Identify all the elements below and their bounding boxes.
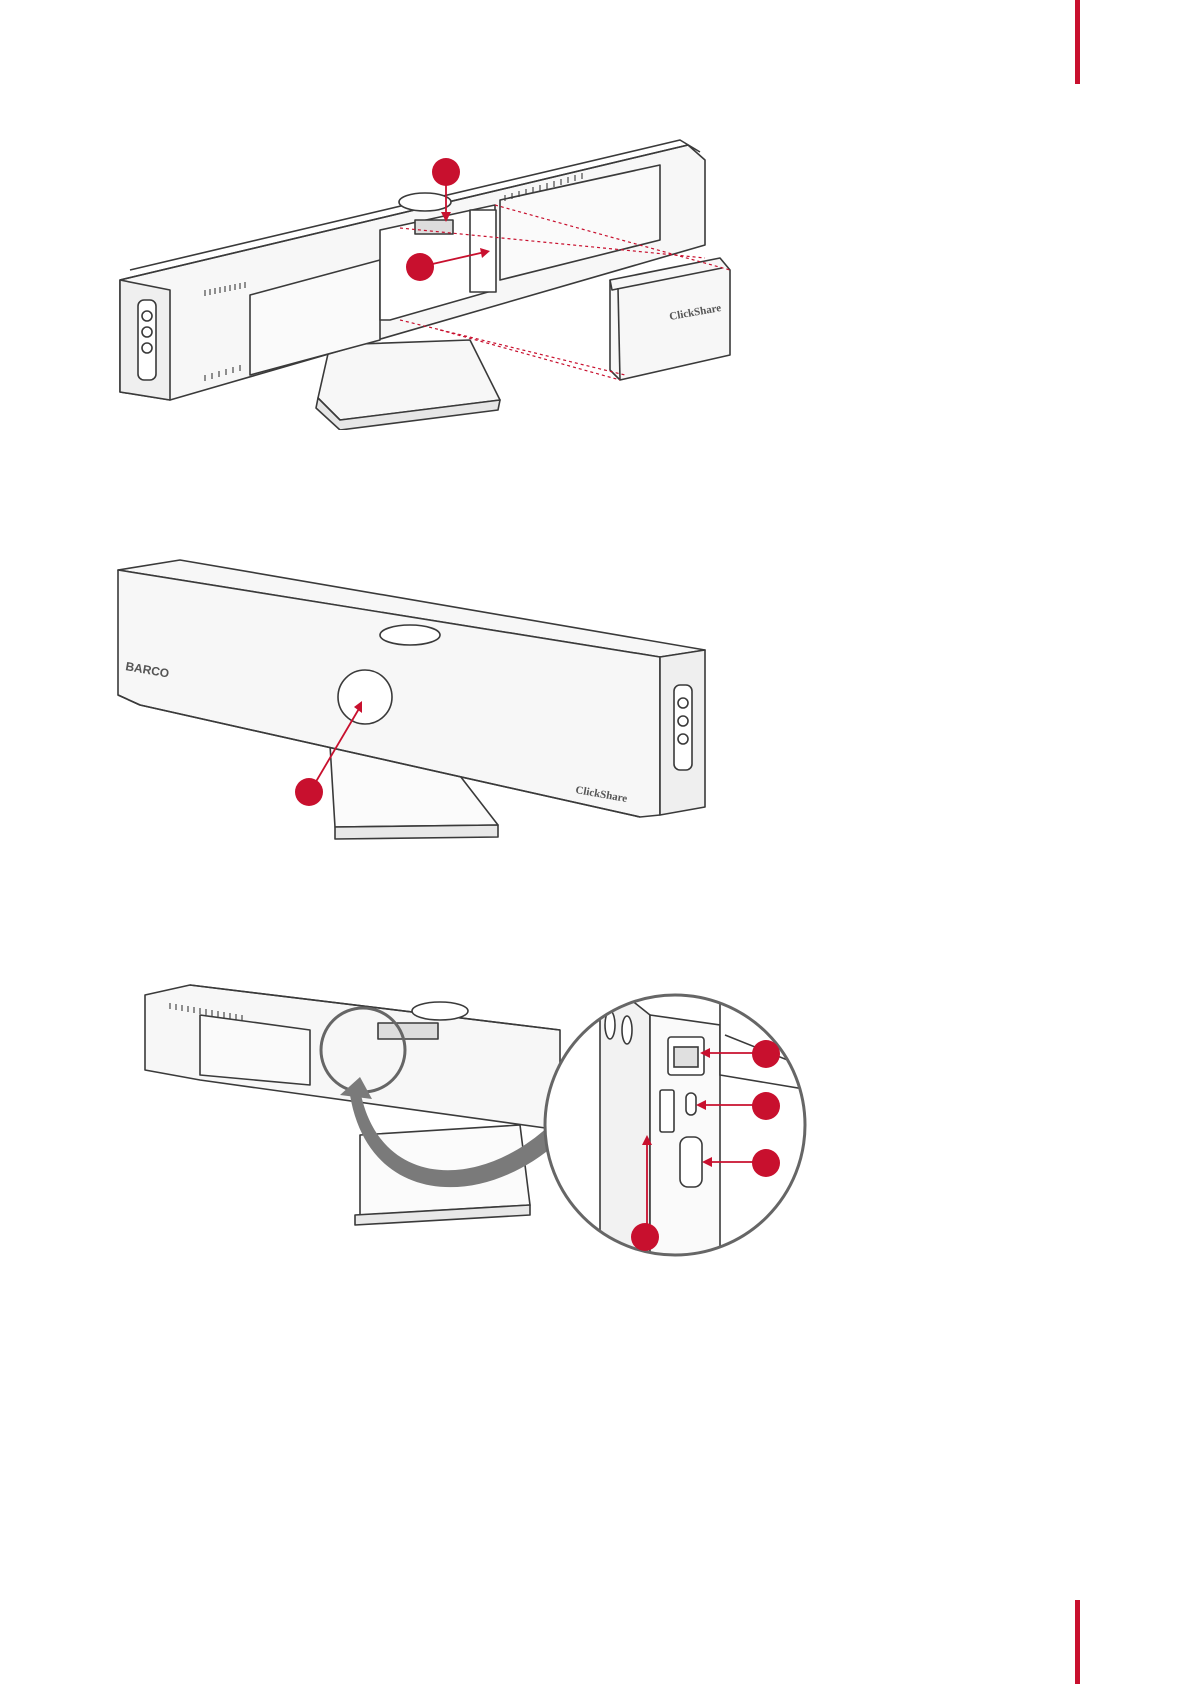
exploded-view-illustration: ClickShare: [0, 130, 1191, 430]
header-accent-bar: [1075, 0, 1080, 84]
figure-connector-detail: [0, 975, 1191, 1275]
figure-front-view: BARCO ClickShare: [0, 545, 1191, 845]
figure-exploded-view: ClickShare: [0, 130, 1191, 430]
footer-accent-bar: [1075, 1600, 1080, 1684]
callout-dot: [432, 158, 460, 186]
front-view-illustration: BARCO ClickShare: [0, 545, 1191, 845]
connector-detail-illustration: [0, 975, 1191, 1275]
callout-dot: [752, 1040, 780, 1068]
callout-dot: [752, 1149, 780, 1177]
callout-dot: [752, 1092, 780, 1120]
callout-dot: [631, 1223, 659, 1251]
callout-dot: [406, 253, 434, 281]
detail-magnifier: [545, 975, 840, 1275]
callout-dot: [295, 778, 323, 806]
